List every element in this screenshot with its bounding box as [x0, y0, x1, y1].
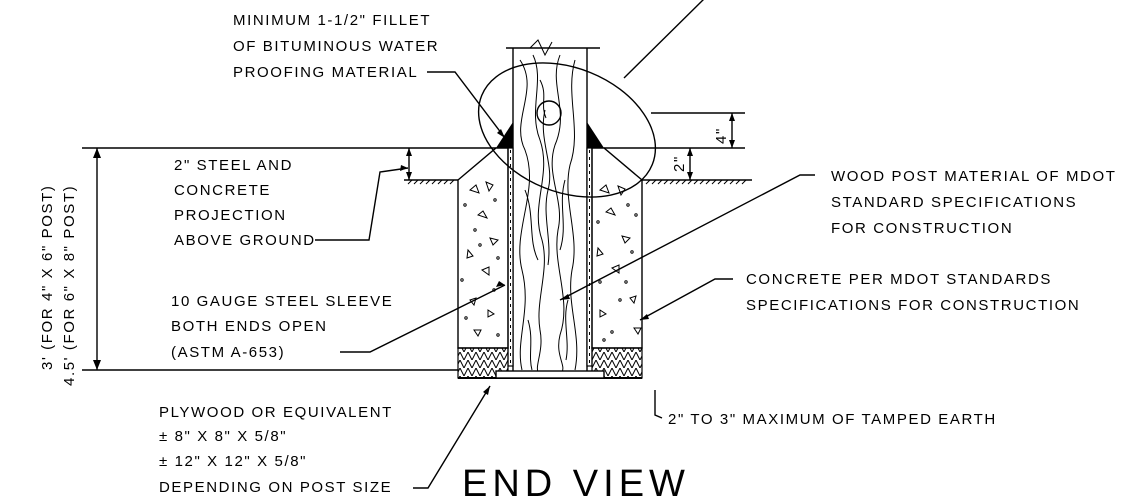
wood-post-line-3: FOR CONSTRUCTION — [831, 220, 1013, 237]
plywood-note: PLYWOOD OR EQUIVALENT ± 8" X 8" X 5/8" ±… — [159, 404, 393, 496]
fillet-line-3: PROOFING MATERIAL — [233, 64, 418, 81]
aggregate — [460, 181, 642, 342]
knot-circle — [536, 100, 562, 126]
dim-4in-label: 4" — [713, 127, 730, 144]
concrete-line-1: CONCRETE PER MDOT STANDARDS — [746, 271, 1052, 288]
drawing-title: END VIEW — [462, 463, 690, 501]
wood-post-line-2: STANDARD SPECIFICATIONS — [831, 194, 1077, 211]
plywood-line-2: ± 8" X 8" X 5/8" — [159, 428, 287, 445]
sleeve-line-3: (ASTM A-653) — [171, 344, 285, 361]
tamped-earth-note: 2" TO 3" MAXIMUM OF TAMPED EARTH — [668, 411, 997, 428]
projection-note: 2" STEEL AND CONCRETE PROJECTION ABOVE G… — [174, 157, 316, 249]
leader-lines — [315, 71, 815, 489]
wood-post — [506, 39, 600, 375]
concrete-note: CONCRETE PER MDOT STANDARDS SPECIFICATIO… — [746, 271, 1080, 314]
wood-grain — [519, 54, 578, 373]
wood-post-note: WOOD POST MATERIAL OF MDOT STANDARD SPEC… — [831, 168, 1117, 237]
depth-small-label: 3' (FOR 4" X 6" POST) — [39, 185, 56, 370]
tamped-earth — [457, 347, 643, 379]
fillet-note: MINIMUM 1-1/2" FILLET OF BITUMINOUS WATE… — [233, 12, 439, 81]
sleeve-line-2: BOTH ENDS OPEN — [171, 318, 328, 335]
sleeve-line-1: 10 GAUGE STEEL SLEEVE — [171, 293, 393, 310]
sleeve-note: 10 GAUGE STEEL SLEEVE BOTH ENDS OPEN (AS… — [171, 293, 393, 361]
fillet-right — [587, 122, 604, 148]
plywood-line-4: DEPENDING ON POST SIZE — [159, 479, 392, 496]
fillet-line-2: OF BITUMINOUS WATER — [233, 38, 439, 55]
detail-leader — [623, 0, 704, 79]
projection-line-4: ABOVE GROUND — [174, 232, 316, 249]
projection-dimension — [406, 148, 412, 180]
projection-line-1: 2" STEEL AND — [174, 157, 293, 174]
wood-post-line-1: WOOD POST MATERIAL OF MDOT — [831, 168, 1117, 185]
depth-dimension — [82, 147, 496, 371]
dim-2in-label: 2" — [671, 155, 688, 172]
plywood-line-1: PLYWOOD OR EQUIVALENT — [159, 404, 393, 421]
projection-line-3: PROJECTION — [174, 207, 287, 224]
plywood-line-3: ± 12" X 12" X 5/8" — [159, 453, 307, 470]
fillet-line-1: MINIMUM 1-1/2" FILLET — [233, 12, 431, 29]
depth-large-label: 4.5' (FOR 6" X 8" POST) — [61, 185, 78, 386]
fillet-left — [496, 122, 513, 148]
right-dimensions — [604, 112, 745, 180]
concrete-footing — [457, 147, 643, 349]
detail-ellipse — [477, 62, 657, 198]
ground-lines — [404, 179, 752, 185]
plywood-pad — [495, 370, 605, 379]
projection-line-2: CONCRETE — [174, 182, 271, 199]
concrete-line-2: SPECIFICATIONS FOR CONSTRUCTION — [746, 297, 1080, 314]
